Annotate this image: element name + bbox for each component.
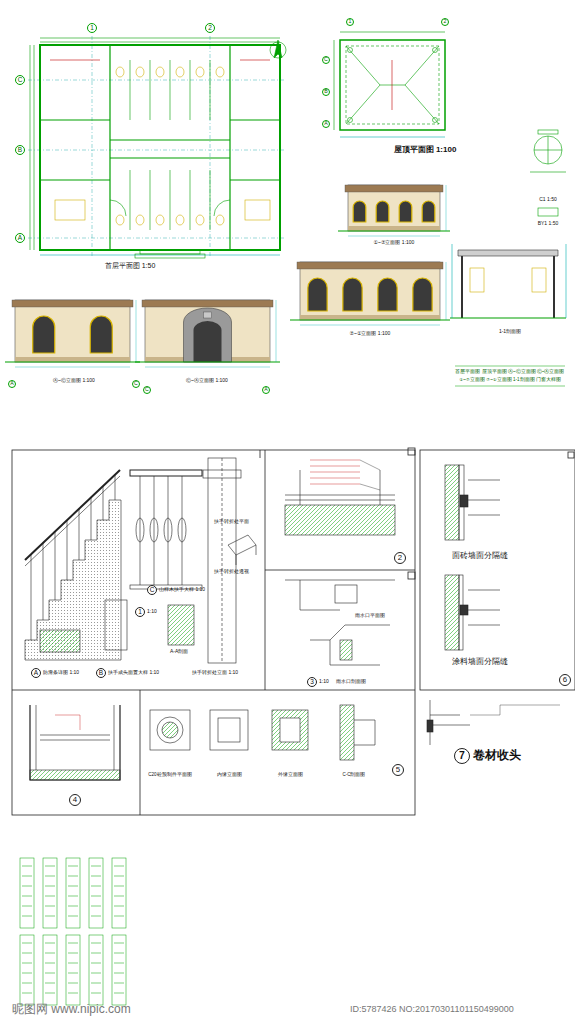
bubble-text: C: [145, 387, 149, 392]
rain-outlet: [285, 580, 395, 665]
drawing-title: 卷材收头: [473, 749, 521, 762]
grid-bubble: C: [15, 75, 25, 85]
drawing-label: ①~⑦立面图 1:100: [374, 240, 415, 246]
window-detail: [530, 130, 566, 216]
gutter-section: [30, 705, 120, 780]
stair-railing: [25, 458, 256, 663]
detail-frames: [12, 448, 575, 815]
drawing-title: 首层平面图 1:50: [105, 262, 156, 270]
bubble-text: C: [134, 381, 138, 386]
drawing-label: 雨水口平面图: [355, 613, 385, 619]
drawing-label: 扶手转折处透视: [214, 569, 249, 575]
grid-bubble: B: [15, 145, 25, 155]
bubble-text: 6: [563, 676, 567, 684]
drawing-label: C20砼预制件平面图: [148, 773, 191, 778]
elevation: [290, 262, 450, 325]
grid-bubble: 2: [441, 18, 449, 26]
bubble-text: 2: [398, 554, 402, 562]
drawing-label: ①~⑦立面图 ⑦~①立面图 1-1剖面图 门窗大样图: [459, 378, 561, 383]
bubble-text: B: [99, 670, 103, 677]
callout-circle: B: [96, 668, 106, 678]
callout-circle: 7: [454, 748, 470, 764]
bubble-text: A: [18, 235, 22, 242]
elevation: [5, 300, 140, 367]
callout-circle: C: [147, 585, 157, 595]
bubble-text: B: [18, 147, 22, 154]
grid-bubble: 1: [346, 18, 354, 26]
bubble-text: A: [264, 387, 267, 392]
bubble-text: 4: [73, 796, 77, 804]
grid-bubble: B: [322, 88, 330, 96]
drawing-label: 扶手转折处平面: [214, 519, 249, 525]
drawing-label: 山样木扶手大样 1:10: [159, 587, 205, 593]
drawing-label: BY1 1:50: [538, 221, 559, 227]
drawing-label: 内缘立面图: [217, 773, 242, 778]
bubble-text: B: [324, 89, 327, 94]
drawing-label: C1 1:50: [539, 197, 557, 203]
drawing-label: 防滑条详图 1:10: [43, 670, 79, 676]
bubble-text: C: [324, 57, 328, 62]
waterproof-detail: [285, 460, 395, 535]
bubble-text: A: [324, 121, 327, 126]
drawing-label: Ⓒ~Ⓐ立面图 1:100: [186, 378, 228, 384]
drawing-title: 面砖墙面分隔缝: [452, 552, 508, 561]
drawing-label: C-C剖面图: [343, 773, 366, 778]
callout-circle: 4: [69, 794, 81, 806]
precast-details: [150, 705, 375, 760]
callout-circle: 5: [392, 764, 404, 776]
drawing-title: 涂料墙面分隔缝: [452, 658, 508, 667]
watermark: ID:5787426 NO:20170301101150499000: [350, 1005, 514, 1015]
bubble-text: 2: [444, 19, 447, 24]
title-block: [455, 366, 565, 386]
bubble-text: C: [150, 587, 155, 594]
elevation: [338, 185, 450, 236]
drawing-label: 首层平面图 屋顶平面图 Ⓐ~Ⓒ立面图 Ⓒ~Ⓐ立面图: [455, 370, 564, 375]
callout-circle: A: [31, 668, 41, 678]
drawing-label: 1:10: [147, 609, 157, 615]
section-1-1: [450, 244, 566, 318]
drawing-label: 雨水口剖面图: [336, 679, 366, 685]
roof-plan: [334, 32, 445, 137]
watermark: 昵图网 www.nipic.com: [12, 1003, 131, 1016]
bubble-text: 7: [459, 751, 465, 761]
drawing-label: 扶手转折处立面 1:10: [192, 670, 238, 676]
bubble-text: A: [10, 381, 13, 386]
membrane-end: [427, 700, 560, 745]
grid-bubble: C: [143, 386, 151, 394]
callout-circle: 6: [559, 674, 571, 686]
bubble-text: A: [34, 670, 38, 677]
bubble-text: 3: [310, 679, 314, 686]
floor-plan: [28, 36, 286, 258]
drawing-label: 1:10: [319, 679, 329, 685]
elevation: [135, 300, 280, 367]
grid-bubble: A: [15, 233, 25, 243]
grid-bubble: A: [322, 120, 330, 128]
drawing-label: 扶手成头面置大样 1:10: [108, 670, 159, 676]
drawing-label: 外缘立面图: [278, 773, 303, 778]
thumbnail-sheets: [20, 858, 126, 1005]
grid-bubble: 1: [87, 23, 97, 33]
drawing-label: Ⓐ~Ⓒ立面图 1:100: [53, 378, 95, 384]
bubble-text: 2: [208, 25, 212, 32]
grid-bubble: 2: [205, 23, 215, 33]
grid-bubble: A: [8, 380, 16, 388]
bubble-text: 1: [349, 19, 352, 24]
callout-circle: 2: [394, 552, 406, 564]
grid-bubble: C: [322, 56, 330, 64]
grid-bubble: C: [132, 380, 140, 388]
bubble-text: 5: [396, 766, 400, 774]
drawing-label: 1-1剖面图: [499, 329, 521, 335]
grid-bubble: A: [262, 386, 270, 394]
drawing-label: A-A剖面: [170, 649, 188, 655]
callout-circle: 1: [135, 607, 145, 617]
bubble-text: C: [18, 77, 23, 84]
drawing-label: ⑦~①立面图 1:100: [350, 331, 391, 337]
bubble-text: 1: [138, 609, 142, 616]
bubble-text: 1: [90, 25, 94, 32]
drawing-title: 屋顶平面图 1:100: [394, 146, 457, 155]
callout-circle: 3: [307, 677, 317, 687]
